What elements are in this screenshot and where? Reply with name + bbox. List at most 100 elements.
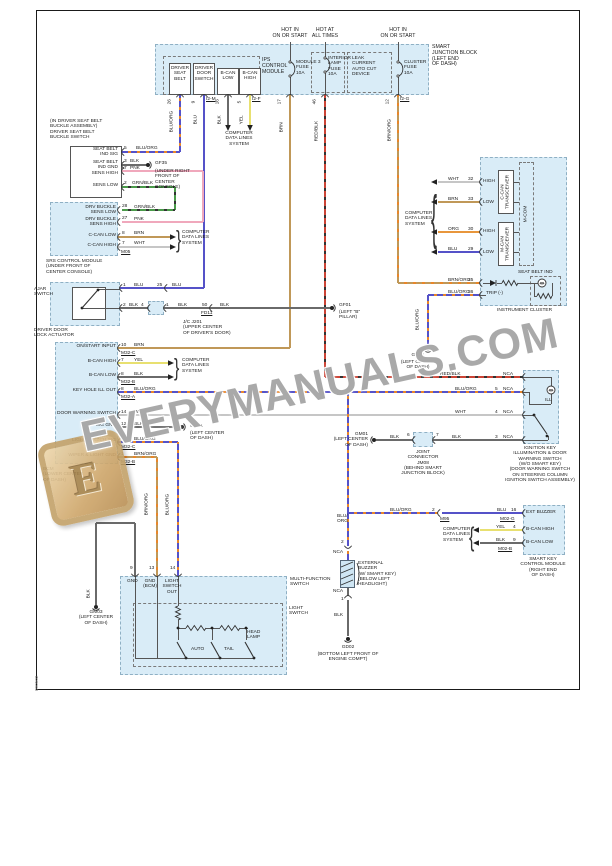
wire-int [397,76,399,95]
label: 36 [468,290,474,295]
label: 35 [468,278,474,283]
wire-wht [118,246,170,248]
label: IGNITION KEY ILLUMINATION & DOOR WARNING… [505,446,575,484]
label: 26 [167,99,173,105]
label: 14 [170,566,176,571]
label: ORG [448,227,459,232]
wire-blu_org [427,295,429,346]
mcom-box [519,162,534,266]
wire-blk [480,542,523,544]
label: 9 [130,566,133,571]
label: DRIVER DOOR LOCK ACTUATOR [34,328,75,339]
wire-int [135,657,255,659]
label: LIGHT SWITCH OUT [162,579,182,595]
wire-int [514,251,519,253]
label: INSTRUMENT CLUSTER [497,308,553,313]
buckle-switch-box [70,146,122,198]
wire-int [206,627,220,629]
wire-red_blk [324,95,326,377]
label: (IN DRIVER SEAT BELT BUCKLE ASSEMBLY) DR… [50,119,103,141]
label: BRN [134,343,145,348]
label: GND (BCM) [143,579,157,590]
wire-brn [118,236,170,238]
label: BLU/ORG [390,508,412,513]
wire-blk [118,426,178,428]
label: GF35 [155,161,167,166]
wire-blk [227,95,229,125]
label: 16 [215,99,221,105]
interior-lamp-fuse-box [311,52,345,93]
label: BLU/ORG [448,290,470,295]
label: DRV BUCKLE SENS LOW [85,205,116,216]
wire-pnk [122,170,203,172]
label: PNK [134,217,144,222]
label: WHT [134,241,145,246]
label: BLK [130,159,140,164]
label: B-CAN LOW [88,373,116,378]
wire-blk [134,523,136,576]
label: (UNDER RIGHT FRONT OF CENTER CONSOLE) [155,169,190,191]
wire-red_blk [325,376,523,378]
ignition-key-switch-box [523,370,559,444]
label: C-CAN TRANSCEIVER [500,174,511,210]
label: BLU [172,283,182,288]
label: COMPUTER DATA LINES SYSTEM [182,358,210,374]
wire-blu [203,95,205,288]
wire-int [178,627,186,629]
wire-blu_org [428,294,480,296]
wire-int [324,72,326,95]
wire-int [240,627,248,629]
wire-int [523,376,551,378]
label: DRIVER SEAT BELT [170,66,190,82]
label: BLK [390,435,400,440]
wire-yel [249,95,251,125]
label: BLK [134,372,144,377]
wire-int [523,439,548,441]
wire-blk [164,307,332,309]
label: BLU [448,247,458,252]
wire-int [177,620,179,628]
label: RED/BLK [314,121,320,142]
label: BLK [217,115,223,125]
wire-brn_org [118,456,157,458]
label: GND [127,579,138,584]
wire-org [438,231,480,233]
label: WHT [134,410,145,415]
wire-int [514,231,519,233]
label: 1 [123,283,126,288]
label: BRN [134,231,145,236]
label: WHT [448,177,459,182]
label: 5 [237,100,243,104]
wire-brn_org [156,457,158,576]
wire-yel [480,529,523,531]
wire-int [518,282,538,284]
wire-int [483,282,490,284]
label: BLU/ORG [169,110,175,133]
label: COMPUTER DATA LINES SYSTEM [443,527,471,543]
label: 13 [149,566,155,571]
label: I2-F [252,97,261,102]
label: 1 [341,597,344,602]
label: BRN/ORG [387,119,393,142]
label: 2 [123,303,126,308]
page-code: 090502 [34,675,39,691]
label: M-CAN TRANSCEIVER [500,226,511,262]
wire-int [550,377,552,386]
wire-wht [118,414,523,416]
wire-blu_org [177,442,179,576]
label: BLK [452,435,462,440]
label: M32-B [121,460,136,465]
wire-int [177,628,179,640]
label: BLU/ORG [415,308,421,331]
wire-int [397,42,399,62]
label: COMPUTER DATA LINES SYSTEM [405,211,433,227]
label: 25 [157,283,163,288]
label: HOT IN ON OR START [380,27,416,39]
external-buzzer-box [340,560,355,588]
wire-pnk [122,221,203,223]
label: BLU [193,115,199,125]
wire-blk [120,307,148,309]
label: MULTI-FUNCTION SWITCH [290,577,331,588]
wire-brn_org [397,95,399,283]
label: NCA [333,589,344,594]
